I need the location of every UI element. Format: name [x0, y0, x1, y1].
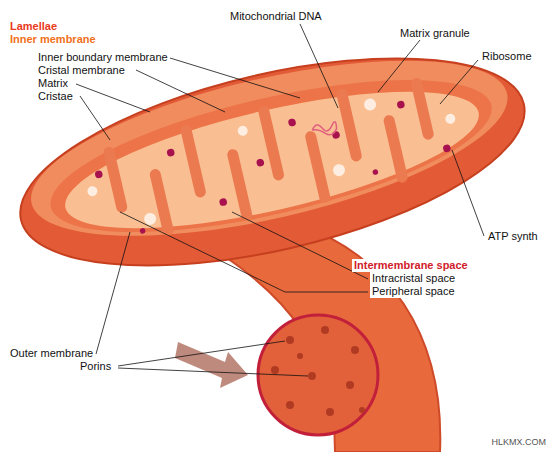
ribosome [140, 229, 145, 234]
porin [286, 401, 294, 409]
porins [271, 326, 365, 416]
porin [286, 336, 294, 344]
ribosome [167, 149, 174, 156]
crista [342, 95, 356, 156]
leader-line [120, 212, 368, 292]
part-label: Ribosome [480, 50, 534, 63]
leader-line [170, 58, 300, 98]
intermembrane-surface [16, 25, 523, 271]
matrix-granule [237, 125, 249, 137]
leader-line [76, 84, 150, 112]
crista [389, 121, 402, 178]
matrix-granule [363, 97, 377, 111]
part-label: Mitochondrial DNA [228, 10, 324, 23]
matrix-granules [81, 79, 463, 237]
leader-lines [76, 24, 484, 376]
matrix [54, 64, 490, 257]
matrix-granule [86, 185, 98, 197]
ribosome [288, 119, 295, 126]
ribosome [257, 159, 264, 166]
ribosome [220, 198, 227, 205]
ribosome [373, 170, 378, 175]
leader-line [118, 341, 285, 366]
part-label: Intracristal space [370, 272, 457, 285]
crista [109, 152, 122, 207]
matrix-granule [444, 113, 456, 125]
section-heading: Inner membrane [8, 33, 98, 46]
crista [311, 137, 325, 197]
porin [271, 366, 279, 374]
ribosome [95, 171, 102, 178]
porin [346, 381, 354, 389]
leader-line [378, 40, 420, 92]
part-label: Matrix granule [398, 27, 472, 40]
part-label: Matrix [36, 77, 70, 90]
leader-line [118, 368, 308, 376]
crista [155, 175, 168, 231]
porin [351, 346, 359, 354]
porin [297, 353, 303, 359]
crista [233, 155, 247, 215]
cristae [108, 77, 437, 242]
leader-line [96, 232, 130, 354]
outer-membrane [1, 18, 543, 306]
ribosome [443, 145, 450, 152]
leader-line [80, 96, 110, 140]
part-label: ATP synth [486, 230, 540, 243]
part-label: Cristal membrane [36, 64, 127, 77]
porin [359, 407, 365, 413]
crista [264, 112, 279, 175]
leader-line [232, 212, 368, 279]
leader-line [440, 60, 478, 104]
matrix-granule [332, 163, 346, 177]
porin [326, 408, 334, 416]
section-heading: Lamellae [8, 20, 59, 33]
ribosomes [94, 86, 453, 240]
watermark: HLKMX.COM [489, 436, 548, 449]
part-label: Outer membrane [8, 347, 95, 360]
leader-line [300, 24, 338, 108]
section-heading: Intermembrane space [352, 259, 470, 272]
porin [321, 326, 329, 334]
mitochondrial-dna [311, 121, 338, 139]
porin [308, 372, 316, 380]
part-label: Inner boundary membrane [36, 51, 170, 64]
part-label: Porins [78, 360, 113, 373]
leader-line [136, 70, 225, 112]
ribosome [397, 101, 404, 108]
zoom-arrow [175, 342, 248, 388]
crista [417, 84, 429, 135]
part-label: Cristae [36, 90, 75, 103]
crista [186, 131, 200, 192]
part-label: Peripheral space [370, 285, 457, 298]
leader-line [452, 150, 484, 236]
